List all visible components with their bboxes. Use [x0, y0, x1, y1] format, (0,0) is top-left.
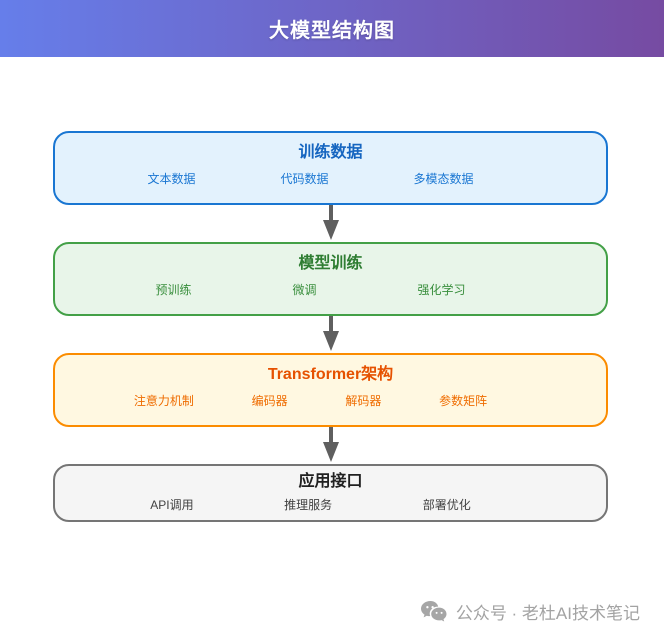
arrow-head-icon	[322, 442, 339, 462]
node-application-interface: 应用接口 API调用 推理服务 部署优化	[53, 464, 608, 522]
flow-arrow	[53, 316, 608, 353]
node-title: 模型训练	[298, 255, 363, 272]
node-items-row: 文本数据 代码数据 多模态数据	[55, 171, 606, 187]
arrow-head-icon	[322, 220, 339, 240]
node-item: 多模态数据	[413, 172, 474, 186]
arrow-stem	[328, 205, 333, 220]
arrow-stem	[328, 316, 333, 331]
node-items-row: API调用 推理服务 部署优化	[55, 497, 606, 513]
header-banner: 大模型结构图	[0, 0, 664, 57]
node-item: 部署优化	[422, 498, 471, 512]
node-item: 代码数据	[280, 172, 329, 186]
footer-credit: 公众号 · 老杜AI技术笔记	[420, 599, 640, 624]
node-item: 编码器	[251, 394, 288, 408]
node-model-training: 模型训练 预训练 微调 强化学习	[53, 242, 608, 316]
node-title: 训练数据	[298, 144, 363, 161]
arrow-stem	[328, 427, 333, 442]
node-item: 强化学习	[417, 283, 466, 297]
node-items-row: 注意力机制 编码器 解码器 参数矩阵	[55, 393, 606, 409]
node-transformer-architecture: Transformer架构 注意力机制 编码器 解码器 参数矩阵	[53, 353, 608, 427]
node-item: 预训练	[155, 283, 192, 297]
footer-text: 公众号 · 老杜AI技术笔记	[455, 604, 640, 623]
node-item: 注意力机制	[133, 394, 194, 408]
flow-arrow	[53, 205, 608, 242]
node-title: 应用接口	[298, 473, 363, 490]
flow-arrow	[53, 427, 608, 464]
node-training-data: 训练数据 文本数据 代码数据 多模态数据	[53, 131, 608, 205]
node-item: API调用	[150, 498, 194, 512]
node-item: 文本数据	[147, 172, 196, 186]
arrow-head-icon	[322, 331, 339, 351]
page-title: 大模型结构图	[269, 20, 395, 42]
node-item: 微调	[292, 283, 317, 297]
node-items-row: 预训练 微调 强化学习	[55, 282, 606, 298]
node-item: 解码器	[345, 394, 382, 408]
flowchart: 训练数据 文本数据 代码数据 多模态数据 模型训练 预训练 微调 强化学习 Tr…	[0, 57, 664, 522]
wechat-icon	[420, 600, 447, 621]
node-item: 参数矩阵	[439, 394, 488, 408]
node-item: 推理服务	[284, 498, 333, 512]
node-title: Transformer架构	[267, 366, 394, 383]
